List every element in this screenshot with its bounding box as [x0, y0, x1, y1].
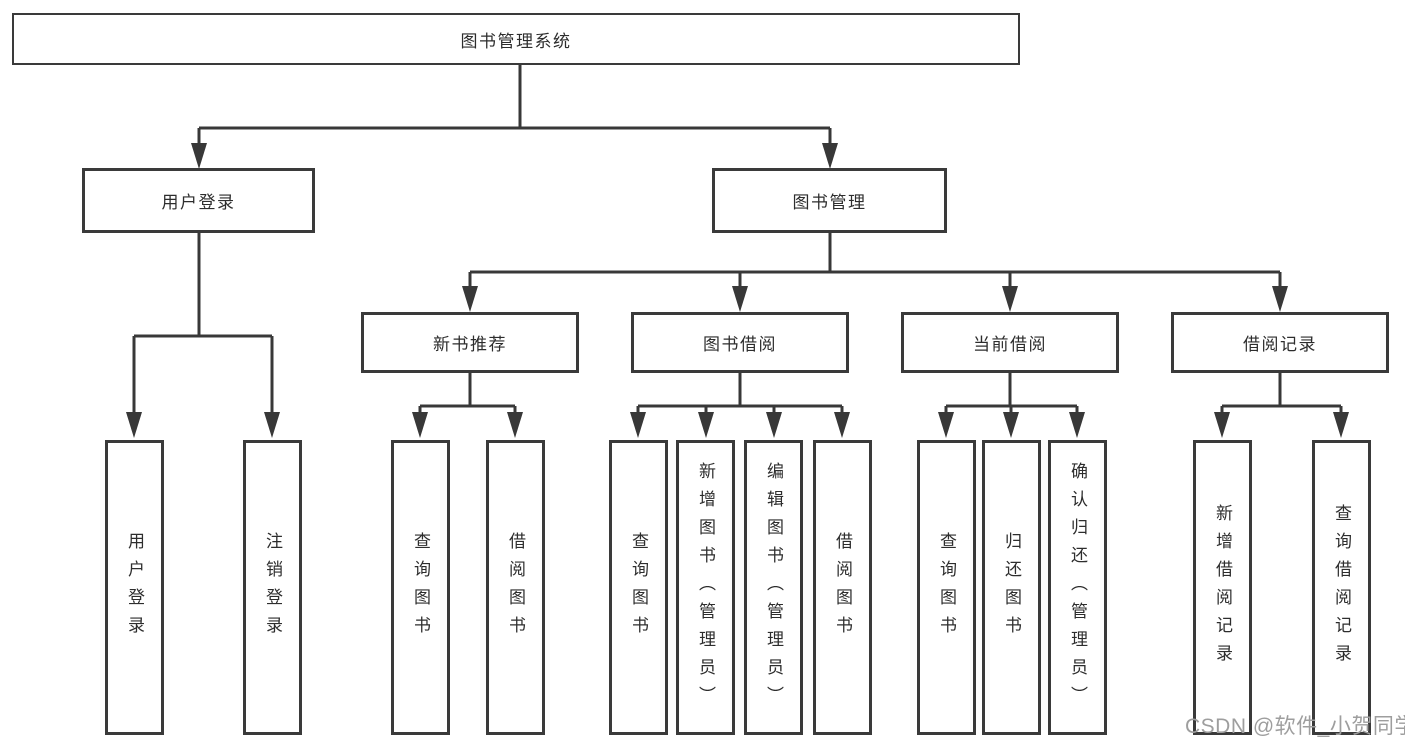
leaf-label: 用户登录 — [125, 531, 144, 644]
node-new-book-recommendation: 新书推荐 — [361, 312, 579, 373]
leaf-label: 查询图书 — [629, 531, 648, 644]
node-label: 图书借阅 — [703, 335, 777, 354]
node-label: 图书管理系统 — [460, 31, 572, 51]
leaf-label: 借阅图书 — [833, 531, 852, 644]
node-label: 用户登录 — [161, 193, 236, 212]
leaf-label: 查询图书 — [937, 531, 956, 644]
leaf-label: 借阅图书 — [506, 531, 525, 644]
leaf-newbook-borrow-books: 借阅图书 — [486, 440, 545, 735]
leaf-label: 确认归还（管理员） — [1068, 461, 1087, 714]
leaf-user-login: 用户登录 — [105, 440, 164, 735]
leaf-borrow-borrow-books: 借阅图书 — [813, 440, 872, 735]
node-label: 图书管理 — [792, 193, 867, 212]
arrowheads — [126, 143, 1349, 438]
leaf-borrow-query-books: 查询图书 — [609, 440, 668, 735]
leaf-label: 归还图书 — [1002, 531, 1021, 644]
leaf-label: 查询图书 — [411, 531, 430, 644]
leaf-newbook-query-books: 查询图书 — [391, 440, 450, 735]
leaf-logout: 注销登录 — [243, 440, 302, 735]
leaf-label: 编辑图书（管理员） — [764, 461, 783, 714]
node-library-management-system: 图书管理系统 — [12, 13, 1020, 65]
node-label: 借阅记录 — [1243, 335, 1317, 354]
leaf-record-add-borrow-record: 新增借阅记录 — [1193, 440, 1252, 735]
csdn-watermark: CSDN @软件_小贺同学 — [1185, 715, 1405, 738]
node-book-management: 图书管理 — [712, 168, 947, 233]
connector-paths — [132, 65, 1343, 418]
leaf-current-confirm-return-admin: 确认归还（管理员） — [1048, 440, 1107, 735]
leaf-record-query-borrow-record: 查询借阅记录 — [1312, 440, 1371, 735]
leaf-borrow-edit-books-admin: 编辑图书（管理员） — [744, 440, 803, 735]
leaf-current-return-books: 归还图书 — [982, 440, 1041, 735]
node-current-borrowing: 当前借阅 — [901, 312, 1119, 373]
node-borrowing-records: 借阅记录 — [1171, 312, 1389, 373]
leaf-label: 查询借阅记录 — [1332, 503, 1351, 672]
leaf-current-query-books: 查询图书 — [917, 440, 976, 735]
node-book-borrowing: 图书借阅 — [631, 312, 849, 373]
node-label: 新书推荐 — [433, 335, 507, 354]
leaf-label: 新增图书（管理员） — [696, 461, 715, 714]
node-label: 当前借阅 — [973, 335, 1047, 354]
node-user-login: 用户登录 — [82, 168, 315, 233]
leaf-label: 新增借阅记录 — [1213, 503, 1232, 672]
leaf-borrow-add-books-admin: 新增图书（管理员） — [676, 440, 735, 735]
leaf-label: 注销登录 — [263, 531, 282, 644]
